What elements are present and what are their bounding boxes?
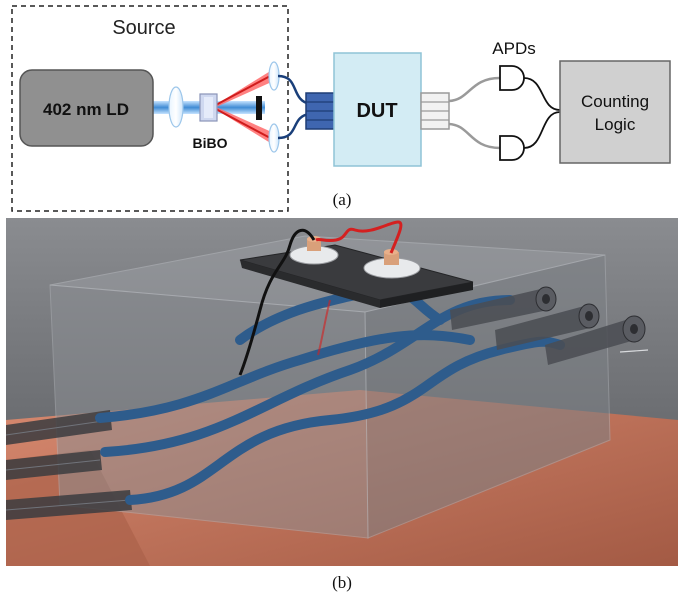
- output-fiber-array: [420, 92, 450, 130]
- bibo-label: BiBO: [193, 135, 228, 151]
- source-title: Source: [112, 17, 175, 39]
- electrode-pad-right: [363, 249, 421, 279]
- heater-wire-black: [238, 229, 316, 376]
- focusing-lens: [168, 86, 184, 128]
- counting-logic-box: [559, 60, 671, 164]
- fiber-top: [277, 74, 311, 106]
- source-enclosure: [11, 5, 289, 212]
- output-fiber-bundle: [450, 286, 649, 365]
- apd-top: [499, 65, 525, 91]
- panel-a: Source 402 nm LD BiBO: [11, 5, 671, 212]
- input-fiber-bundle: [5, 410, 132, 520]
- apd-bottom: [499, 135, 525, 161]
- dut-box: [333, 52, 422, 167]
- apds-label: APDs: [492, 39, 535, 58]
- caption-b: (b): [332, 573, 352, 592]
- beam-block: [256, 96, 262, 120]
- output-fiber-top: [448, 76, 501, 103]
- laser-diode: [19, 69, 154, 147]
- fiber-bottom: [277, 112, 311, 140]
- dut-label: DUT: [356, 100, 397, 122]
- output-fiber-bottom: [448, 122, 501, 150]
- input-fiber-array: [305, 92, 337, 130]
- counting-logic-label-2: Logic: [595, 115, 636, 134]
- panel-b: (b): [5, 218, 678, 592]
- heater-wire-red: [315, 220, 403, 254]
- signal-wire-bottom: [523, 111, 561, 149]
- caption-a: (a): [333, 190, 352, 209]
- laser-diode-label: 402 nm LD: [43, 100, 129, 119]
- counting-logic-label-1: Counting: [581, 92, 649, 111]
- collection-lens-top: [268, 61, 280, 91]
- signal-wire-top: [523, 77, 561, 111]
- collection-lens-bottom: [268, 123, 280, 153]
